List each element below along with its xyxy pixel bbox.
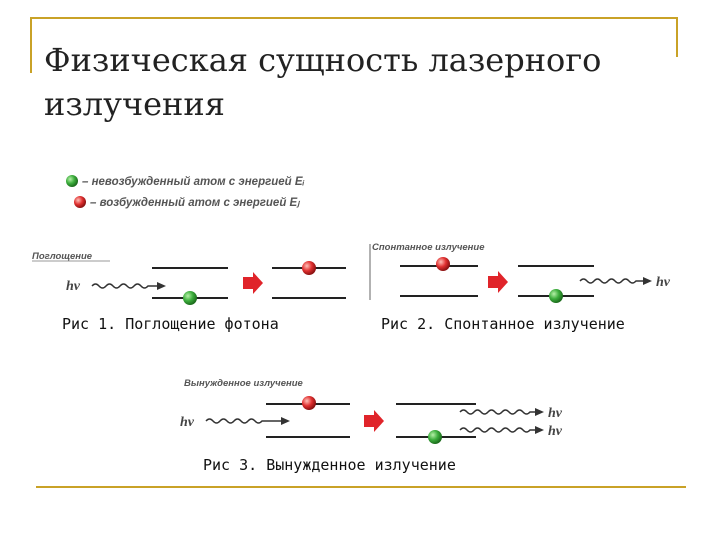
- spontaneous-photon-label: hν: [656, 275, 671, 290]
- caption-stimulated: Рис 3. Вынужденное излучение: [203, 456, 456, 474]
- frame-left-rule: [30, 17, 32, 73]
- spontaneous-photon-wave: [579, 278, 644, 284]
- legend-unexcited-label: – невозбужденный атом с энергией Eᵢ: [82, 176, 305, 188]
- absorption-photon-label: hν: [66, 279, 81, 294]
- stimulated-outgoing-photon-wave-1: [459, 409, 536, 415]
- stimulated-outgoing-photon-arrowhead-1: [535, 408, 544, 416]
- absorption-transition-arrow: [243, 272, 263, 294]
- absorption-photon-arrowhead: [157, 282, 166, 290]
- frame-bottom-rule: [36, 486, 686, 488]
- stimulated-outgoing-photon-arrowhead-2: [535, 426, 544, 434]
- absorption-label: Поглощение: [32, 251, 93, 262]
- stimulated-unexcited-atom: [428, 430, 442, 444]
- spontaneous-excited-atom: [436, 257, 450, 271]
- legend-excited-label: – возбужденный атом с энергией Eⱼ: [90, 197, 300, 209]
- stimulated-outgoing-photon-wave-2: [459, 427, 536, 433]
- stimulated-outgoing-photon-label-1: hν: [548, 406, 563, 421]
- spontaneous-unexcited-atom: [549, 289, 563, 303]
- stimulated-incoming-photon-arrowhead: [281, 417, 290, 425]
- legend-unexcited-atom-icon: [66, 175, 78, 187]
- stimulated-transition-arrow: [364, 410, 384, 432]
- absorption-unexcited-atom: [183, 291, 197, 305]
- stimulated-incoming-photon-wave: [205, 418, 282, 424]
- slide-title: Физическая сущность лазерного излучения: [44, 41, 602, 123]
- absorption-excited-atom: [302, 261, 316, 275]
- frame-top-rule: [30, 17, 678, 19]
- stimulated-outgoing-photon-label-2: hν: [548, 424, 563, 439]
- spontaneous-label: Спонтанное излучение: [372, 242, 485, 253]
- absorption-photon-wave: [91, 283, 158, 289]
- legend-excited-atom-icon: [74, 196, 86, 208]
- stimulated-incoming-photon-label: hν: [180, 415, 195, 430]
- stimulated-label: Вынужденное излучение: [184, 378, 304, 389]
- frame-right-rule: [676, 17, 678, 57]
- spontaneous-photon-arrowhead: [643, 277, 652, 285]
- caption-absorption: Рис 1. Поглощение фотона: [62, 315, 279, 333]
- spontaneous-transition-arrow: [488, 271, 508, 293]
- caption-spontaneous: Рис 2. Спонтанное излучение: [381, 315, 625, 333]
- stimulated-excited-atom: [302, 396, 316, 410]
